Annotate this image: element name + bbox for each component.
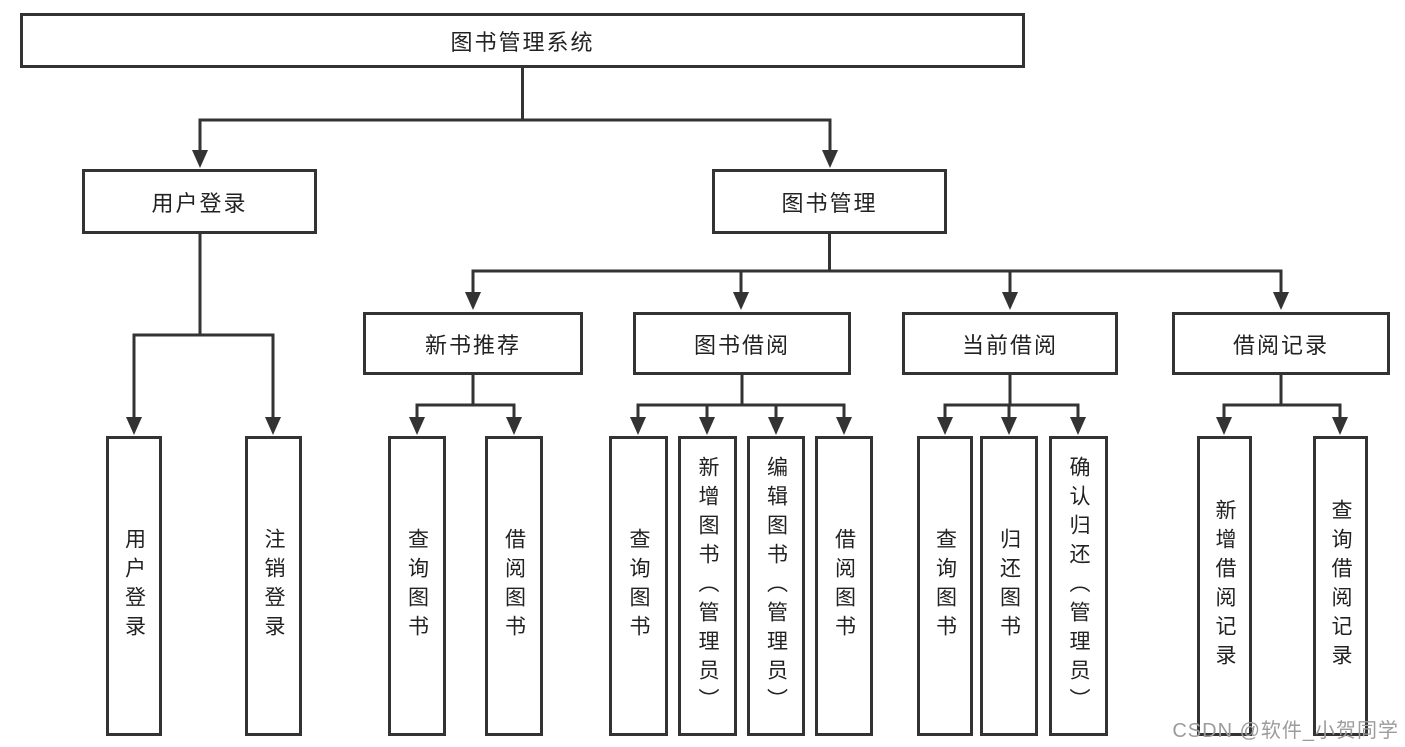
- leaf-borrow-books-recommend: 借阅图书: [485, 436, 543, 736]
- leaf-query-books-borrow: 查询图书: [609, 436, 668, 736]
- leaf-user-login-label: 用户登录: [122, 528, 146, 644]
- leaf-edit-book-admin: 编辑图书（管理员）: [747, 436, 805, 736]
- node-user-login-label: 用户登录: [151, 190, 248, 216]
- arrowheads: [126, 150, 1348, 435]
- node-new-book-recommend: 新书推荐: [363, 312, 583, 375]
- node-borrow-records: 借阅记录: [1172, 312, 1390, 375]
- leaf-query-books-current-label: 查询图书: [933, 528, 957, 644]
- leaf-return-books-label: 归还图书: [997, 528, 1021, 644]
- leaf-edit-book-admin-label: 编辑图书（管理员）: [764, 455, 788, 717]
- leaf-borrow-books: 借阅图书: [815, 436, 873, 736]
- leaf-borrow-books-recommend-label: 借阅图书: [502, 528, 526, 644]
- node-root-label: 图书管理系统: [450, 29, 595, 55]
- leaf-query-books-recommend: 查询图书: [388, 436, 446, 736]
- leaf-query-borrow-record-label: 查询借阅记录: [1329, 499, 1352, 673]
- leaf-query-books-recommend-label: 查询图书: [405, 528, 429, 644]
- node-borrow-records-label: 借阅记录: [1232, 332, 1329, 358]
- node-current-borrow: 当前借阅: [902, 312, 1118, 375]
- leaf-query-borrow-record: 查询借阅记录: [1313, 436, 1368, 736]
- watermark: CSDN @软件_小贺同学: [1172, 720, 1399, 742]
- leaf-add-borrow-record: 新增借阅记录: [1197, 436, 1252, 736]
- leaf-query-books-current: 查询图书: [917, 436, 973, 736]
- leaf-logout: 注销登录: [245, 436, 302, 736]
- node-new-book-recommend-label: 新书推荐: [424, 332, 521, 358]
- leaf-add-book-admin-label: 新增图书（管理员）: [696, 455, 719, 717]
- node-book-borrow: 图书借阅: [633, 312, 851, 375]
- node-book-management-label: 图书管理: [781, 190, 878, 216]
- leaf-borrow-books-label: 借阅图书: [832, 528, 856, 644]
- leaf-confirm-return-admin: 确认归还（管理员）: [1049, 436, 1108, 736]
- leaf-return-books: 归还图书: [980, 436, 1038, 736]
- node-user-login: 用户登录: [82, 169, 317, 234]
- leaf-add-borrow-record-label: 新增借阅记录: [1213, 499, 1236, 673]
- leaf-confirm-return-admin-label: 确认归还（管理员）: [1067, 455, 1090, 717]
- node-root: 图书管理系统: [20, 13, 1025, 68]
- node-book-borrow-label: 图书借阅: [693, 332, 790, 358]
- node-current-borrow-label: 当前借阅: [961, 332, 1058, 358]
- leaf-logout-label: 注销登录: [262, 528, 285, 644]
- leaf-user-login: 用户登录: [106, 436, 162, 736]
- node-book-management: 图书管理: [712, 169, 947, 234]
- leaf-add-book-admin: 新增图书（管理员）: [678, 436, 737, 736]
- leaf-query-books-borrow-label: 查询图书: [627, 528, 650, 644]
